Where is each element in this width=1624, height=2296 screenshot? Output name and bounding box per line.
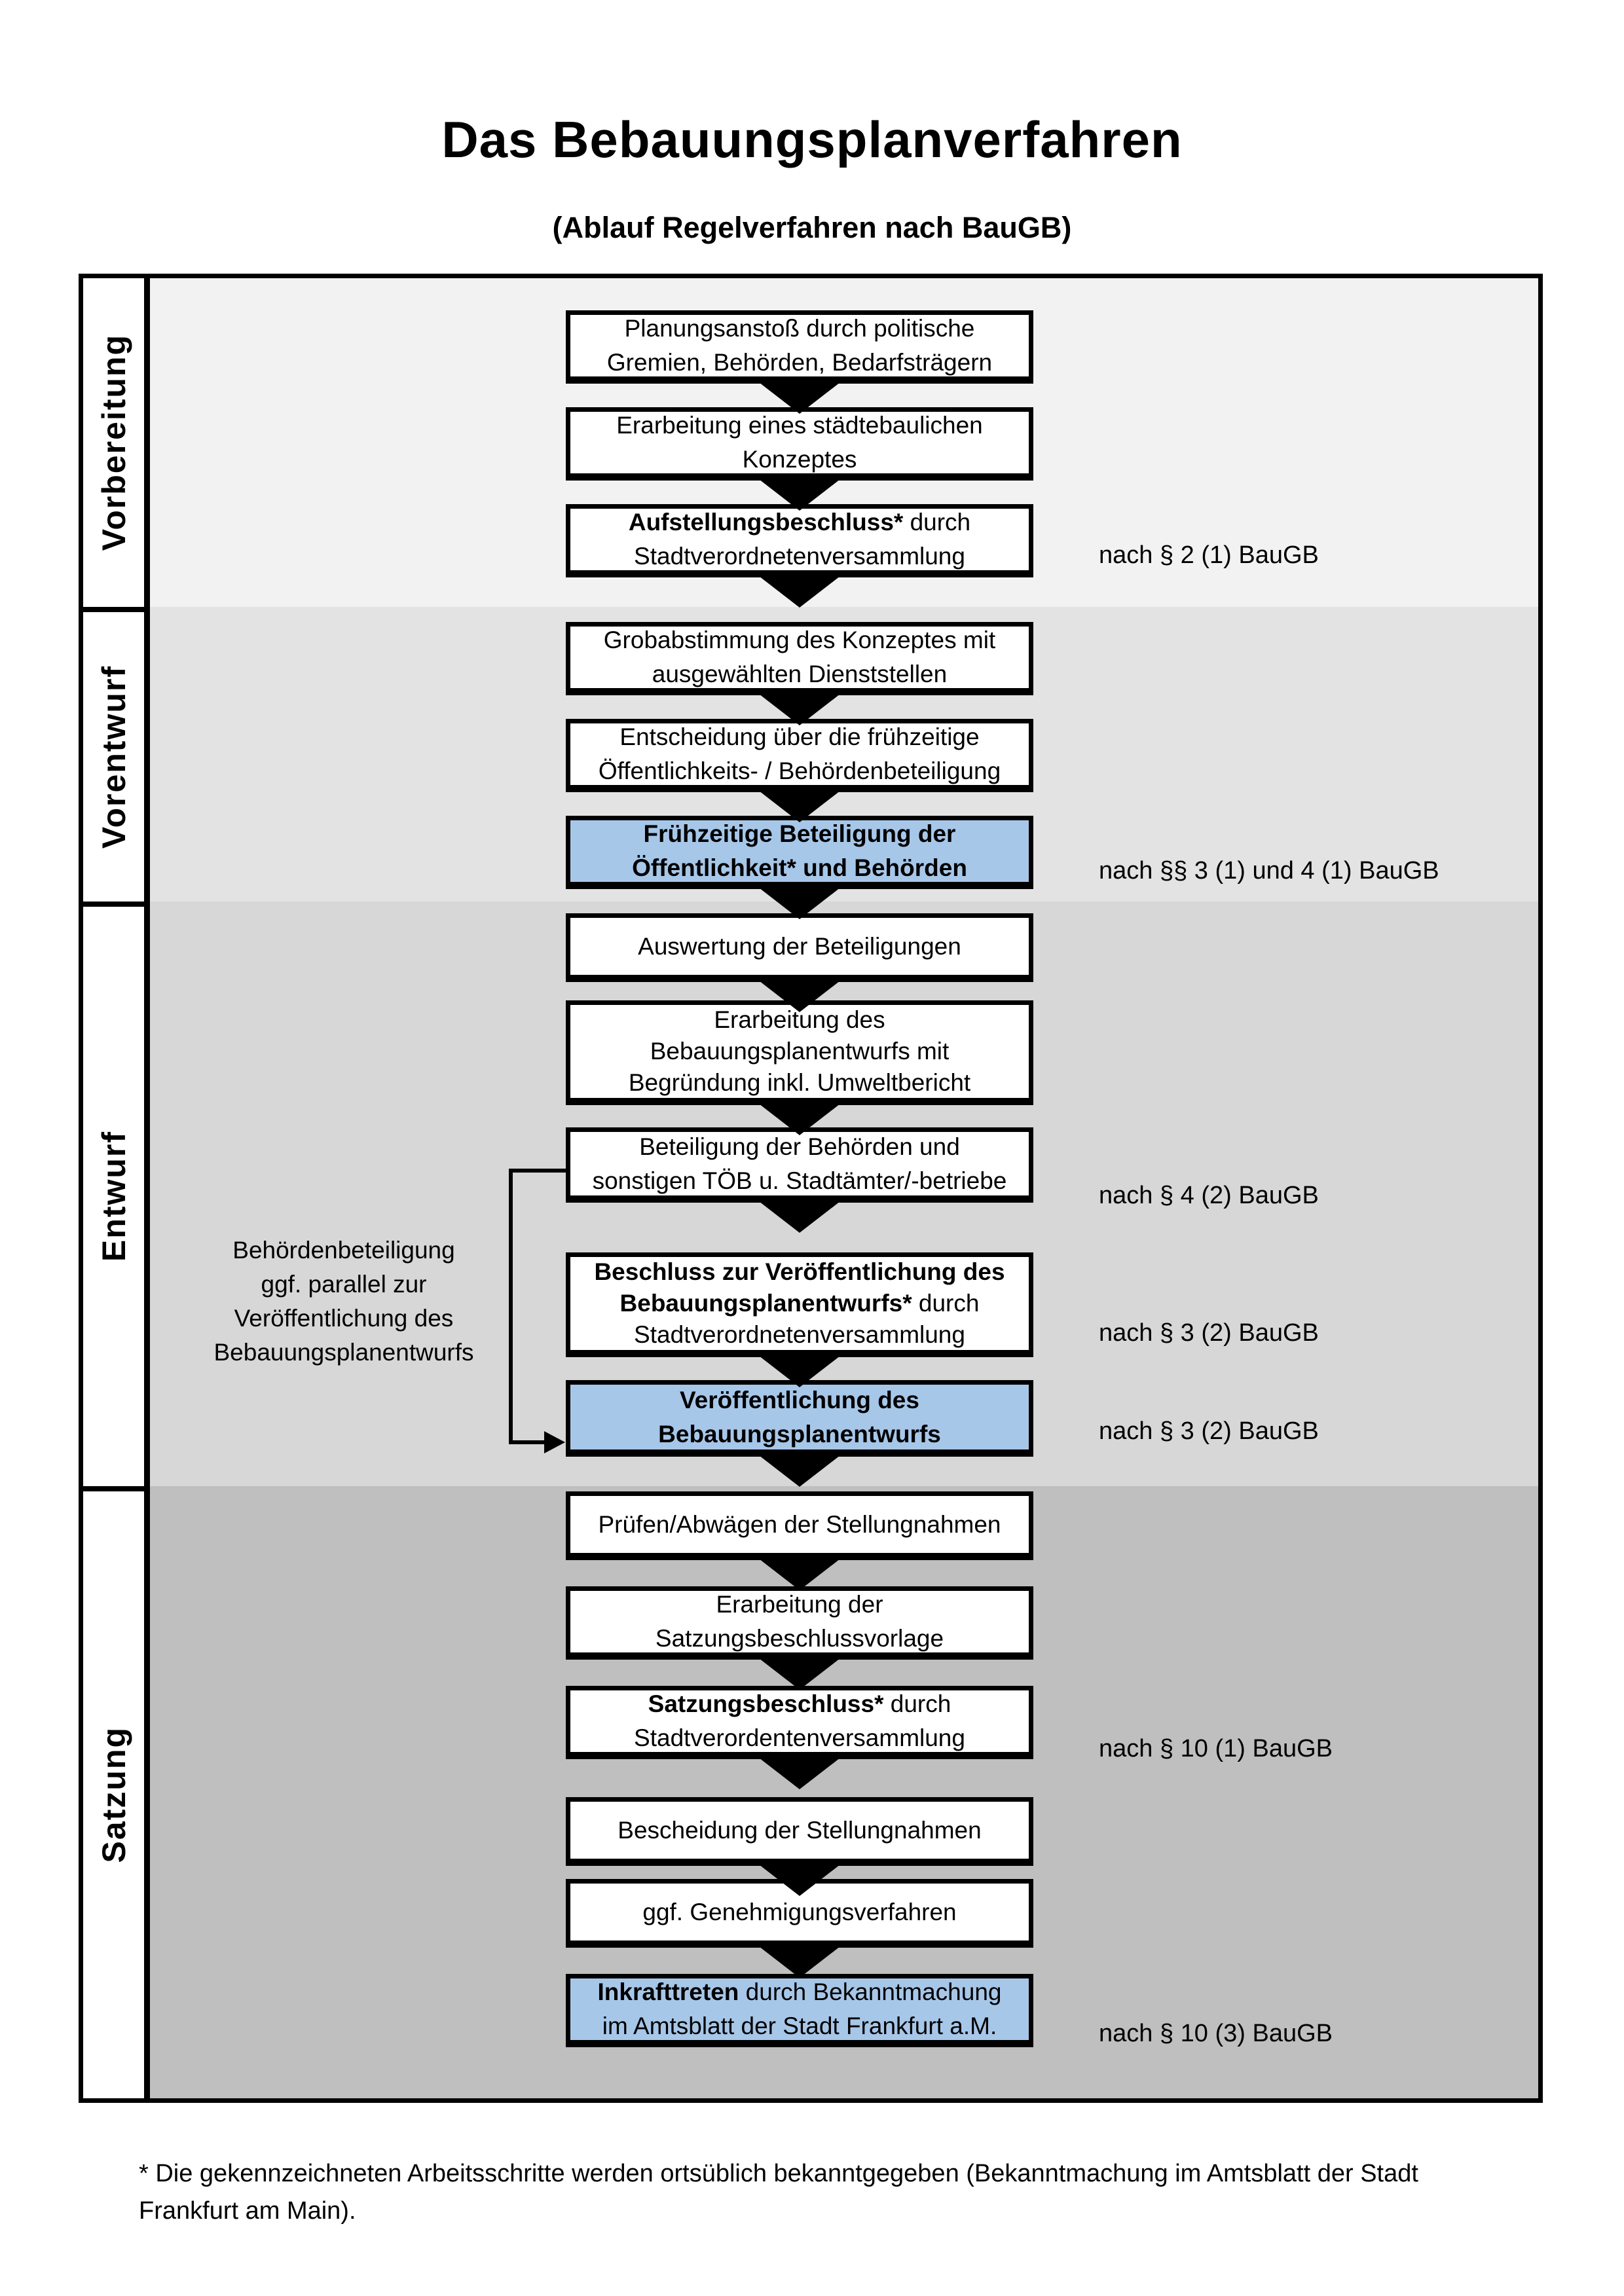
parallel-connector-vertical-segment — [509, 1169, 513, 1444]
step-text-line: Entscheidung über die frühzeitige — [619, 723, 980, 750]
section-label-cell-entwurf: Entwurf — [83, 907, 150, 1491]
step-text-line: Öffentlichkeit* und Behörden — [632, 854, 967, 881]
flow-arrow-down — [759, 1758, 840, 1789]
legal-ref: nach § 10 (3) BauGB — [1099, 2020, 1333, 2047]
side-note-line: Behördenbeteiligung — [232, 1237, 455, 1264]
section-label-cell-satzung: Satzung — [83, 1491, 150, 2098]
step-text-line: Beschluss zur Veröffentlichung des — [594, 1258, 1005, 1285]
flow-arrow-down — [759, 1559, 840, 1590]
step-entscheidung-fruehzeitige-beteiligung: Entscheidung über die frühzeitige Öffent… — [566, 719, 1033, 792]
side-note-line: Veröffentlichung des — [234, 1305, 454, 1332]
step-auswertung-beteiligungen: Auswertung der Beteiligungen — [566, 913, 1033, 982]
legal-ref: nach § 3 (2) BauGB — [1099, 1319, 1319, 1347]
flow-arrow-down — [759, 382, 840, 414]
step-grobabstimmung: Grobabstimmung des Konzeptes mit ausgewä… — [566, 622, 1033, 695]
step-text-line: Bebauungsplanentwurfs* durch — [619, 1290, 980, 1317]
flow-arrow-down — [759, 1658, 840, 1690]
step-fruehzeitige-beteiligung-highlighted: Frühzeitige Beteiligung der Öffentlichke… — [566, 816, 1033, 889]
step-text-line: Bebauungsplanentwurfs mit — [650, 1038, 950, 1065]
side-note-line: Bebauungsplanentwurfs — [213, 1339, 474, 1366]
flow-arrow-down — [759, 1865, 840, 1896]
step-text-line: Gremien, Behörden, Bedarfsträgern — [606, 349, 993, 376]
step-text-line: Aufstellungsbeschluss* durch — [628, 509, 971, 536]
step-erarbeitung-bebauungsplanentwurf: Erarbeitung des Bebauungsplanentwurfs mi… — [566, 1000, 1033, 1105]
flow-arrow-down — [759, 479, 840, 511]
step-satzungsbeschluss: Satzungsbeschluss* durch Stadtverordente… — [566, 1686, 1033, 1759]
flow-arrow-down — [759, 1104, 840, 1135]
step-text-line: Satzungsbeschlussvorlage — [655, 1625, 944, 1652]
step-pruefen-abwaegen: Prüfen/Abwägen der Stellungnahmen — [566, 1491, 1033, 1560]
step-text-line: sonstigen TÖB u. Stadtämter/-betriebe — [592, 1167, 1007, 1194]
footnote: * Die gekennzeichneten Arbeitsschritte w… — [139, 2155, 1418, 2230]
flow-arrow-down — [759, 694, 840, 725]
flow-arrow-down — [759, 888, 840, 919]
step-staedtebauliches-konzept: Erarbeitung eines städtebaulichen Konzep… — [566, 407, 1033, 481]
step-inkrafttreten-highlighted: Inkrafttreten durch Bekanntmachung im Am… — [566, 1974, 1033, 2047]
step-text-line: Bebauungsplanentwurfs — [658, 1420, 941, 1448]
legal-ref: nach § 10 (1) BauGB — [1099, 1735, 1333, 1762]
step-planungsanstoss: Planungsanstoß durch politische Gremien,… — [566, 310, 1033, 384]
step-text-line: Frühzeitige Beteiligung der — [643, 820, 956, 847]
parallel-connector-bottom-segment — [509, 1440, 545, 1444]
flow-arrow-down — [759, 981, 840, 1012]
legal-ref: nach § 3 (2) BauGB — [1099, 1417, 1319, 1445]
flow-arrow-down — [759, 1356, 840, 1387]
step-text-line: Stadtverordnetenversammlung — [634, 1321, 965, 1348]
step-text-line: Bescheidung der Stellungnahmen — [618, 1816, 982, 1844]
parallel-connector-top-segment — [509, 1169, 566, 1173]
legal-ref: nach § 4 (2) BauGB — [1099, 1182, 1319, 1209]
footnote-line: Frankfurt am Main). — [139, 2197, 356, 2225]
legal-ref: nach § 2 (1) BauGB — [1099, 541, 1319, 569]
step-text-line: Beteiligung der Behörden und — [639, 1133, 960, 1160]
step-text-line: Erarbeitung eines städtebaulichen — [616, 412, 983, 439]
flow-arrow-down — [759, 576, 840, 608]
flow-arrow-down — [759, 1946, 840, 1978]
step-text-line: Begründung inkl. Umweltbericht — [628, 1069, 971, 1096]
legal-ref: nach §§ 3 (1) und 4 (1) BauGB — [1099, 857, 1439, 884]
step-text-line: Öffentlichkeits- / Behördenbeteiligung — [598, 757, 1001, 784]
step-text-line: Veröffentlichung des — [680, 1386, 919, 1413]
process-table-frame — [79, 274, 1543, 2103]
page-subtitle: (Ablauf Regelverfahren nach BauGB) — [552, 211, 1072, 244]
footnote-line: * Die gekennzeichneten Arbeitsschritte w… — [139, 2160, 1418, 2187]
step-beschluss-veroeffentlichung: Beschluss zur Veröffentlichung des Bebau… — [566, 1252, 1033, 1357]
step-text-line: Stadtverordnetenversammlung — [634, 543, 965, 570]
step-bescheidung-stellungnahmen: Bescheidung der Stellungnahmen — [566, 1797, 1033, 1866]
step-text-line: Grobabstimmung des Konzeptes mit — [603, 627, 996, 653]
step-text-line: ausgewählten Dienststellen — [652, 661, 948, 687]
step-text-line: Stadtverordentenversammlung — [634, 1724, 965, 1751]
step-text-line: im Amtsblatt der Stadt Frankfurt a.M. — [602, 2013, 997, 2039]
step-text-line: Prüfen/Abwägen der Stellungnahmen — [598, 1510, 1001, 1538]
step-text-line: Erarbeitung der — [716, 1591, 883, 1618]
step-text-line: Planungsanstoß durch politische — [624, 315, 975, 342]
step-veroeffentlichung-entwurf-highlighted: Veröffentlichung des Bebauungsplanentwur… — [566, 1380, 1033, 1457]
step-text-line: Inkrafttreten durch Bekanntmachung — [597, 1978, 1002, 2005]
side-note-line: ggf. parallel zur — [261, 1271, 427, 1298]
page-title: Das Bebauungsplanverfahren — [441, 111, 1183, 168]
step-text-line: ggf. Genehmigungsverfahren — [642, 1898, 957, 1925]
step-behoerdenbeteiligung-toeb: Beteiligung der Behörden und sonstigen T… — [566, 1127, 1033, 1203]
step-erarbeitung-satzungsbeschlussvorlage: Erarbeitung der Satzungsbeschlussvorlage — [566, 1586, 1033, 1660]
section-label-cell-vorentwurf: Vorentwurf — [83, 612, 150, 907]
section-label-cell-vorbereitung: Vorbereitung — [83, 278, 150, 612]
flow-arrow-down — [759, 1455, 840, 1487]
flow-arrow-down — [759, 1201, 840, 1233]
parallel-connector-arrowhead — [544, 1431, 565, 1453]
flow-arrow-down — [759, 791, 840, 822]
step-text-line: Satzungsbeschluss* durch — [648, 1690, 951, 1717]
side-note-behoerdenbeteiligung: Behördenbeteiligung ggf. parallel zur Ve… — [177, 1233, 511, 1370]
step-text-line: Auswertung der Beteiligungen — [638, 932, 961, 960]
step-text-line: Konzeptes — [742, 446, 857, 473]
step-aufstellungsbeschluss: Aufstellungsbeschluss* durch Stadtverord… — [566, 504, 1033, 577]
